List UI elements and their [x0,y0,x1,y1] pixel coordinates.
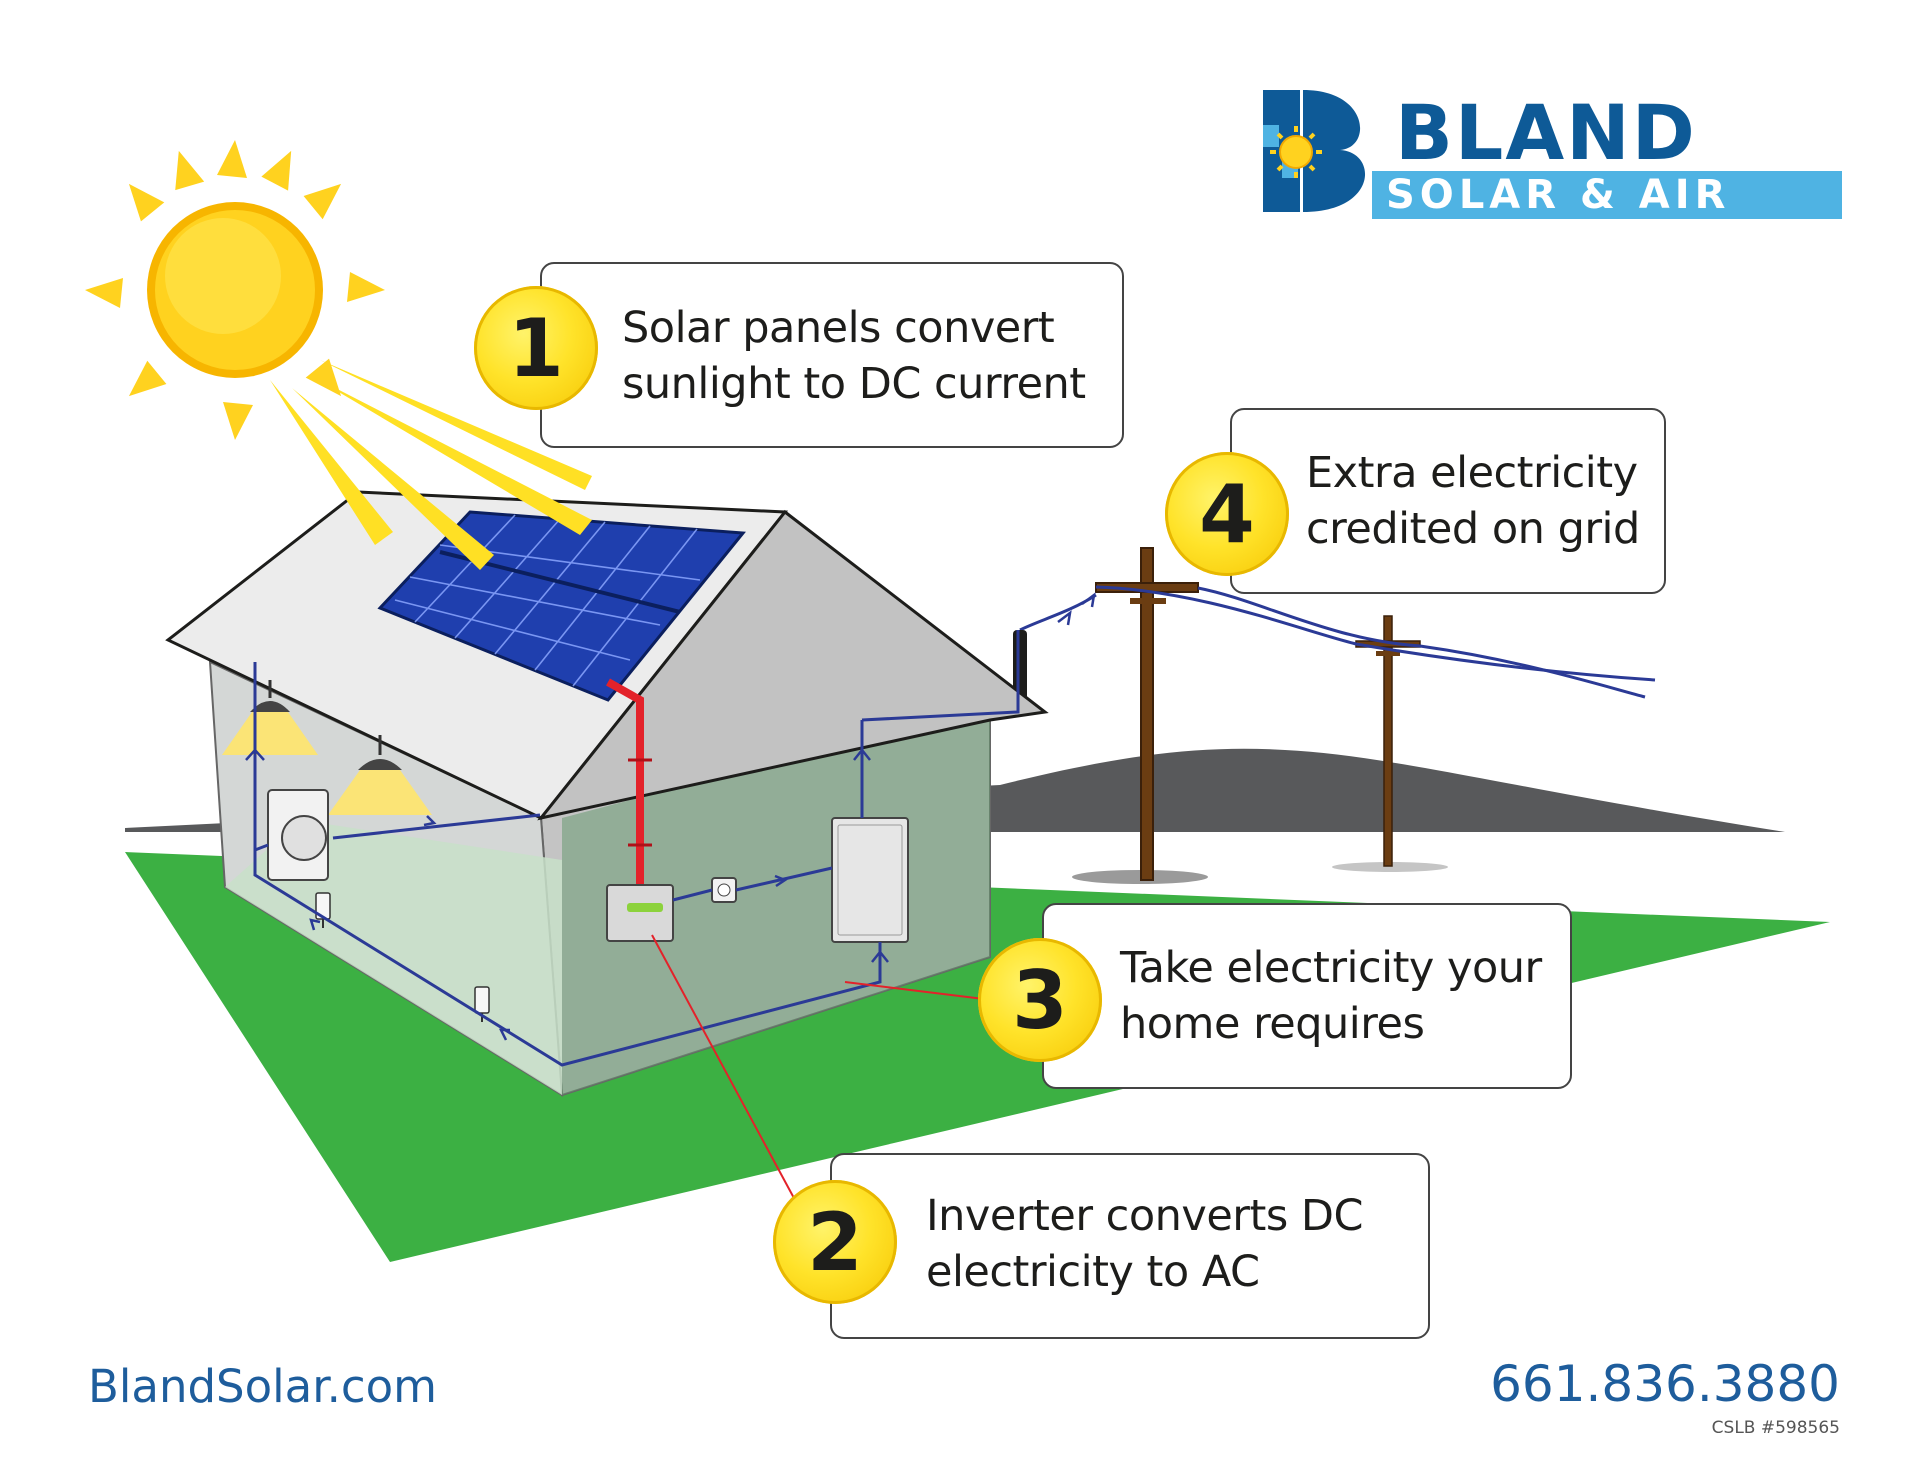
logo-tagline: SOLAR & AIR [1386,172,1731,218]
flow-arrow [245,747,889,1041]
step-1-line-1: Solar panels convert [622,303,1055,353]
step-3-text: Take electricity your home requires [1120,940,1542,1052]
leader-line-2 [651,934,796,1201]
wall-outlet [315,892,331,928]
step-3-line-2: home requires [1120,999,1425,1049]
house-interior-floor [225,820,562,1095]
flow-arrow [1081,592,1096,608]
sun-rays [270,360,592,570]
inverter [606,884,674,942]
electric-meter [267,789,329,881]
power-line [1197,586,1646,699]
bland-logo-mark [1263,90,1366,212]
house-roof-right [537,509,1049,821]
house-front-wall [562,705,990,1095]
step-1-badge: 1 [474,286,598,410]
step-1-text: Solar panels convert sunlight to DC curr… [622,300,1086,412]
service-drop [1019,593,1097,632]
step-4-text: Extra electricity credited on grid [1306,445,1640,557]
sun [85,140,385,440]
ceiling-lamp [222,680,318,755]
logo-tagline-bar [1372,171,1842,219]
phone-number[interactable]: 661.836.3880 [1490,1355,1840,1413]
callout-step-2 [830,1153,1430,1339]
website-link[interactable]: BlandSolar.com [88,1360,437,1413]
step-2-line-1: Inverter converts DC [926,1191,1364,1241]
power-line [1095,585,1656,682]
callout-step-3 [1042,903,1572,1089]
wall-outlet [474,986,490,1022]
utility-pole-near [1095,547,1199,881]
callout-step-1 [540,262,1124,448]
step-4-line-2: credited on grid [1306,504,1640,554]
pole-shadow [1332,862,1448,872]
step-3-badge: 3 [978,938,1102,1062]
step-1-line-2: sunlight to DC current [622,359,1086,409]
step-2-line-2: electricity to AC [926,1247,1260,1297]
callout-step-4 [1230,408,1666,594]
leader-line-3 [844,981,993,1001]
ac-disconnect [711,877,737,903]
step-3-line-1: Take electricity your [1120,943,1542,993]
flow-arrow [1057,610,1072,626]
breaker-panel [831,817,909,943]
step-4-line-1: Extra electricity [1306,448,1638,498]
step-2-badge: 2 [773,1180,897,1304]
step-2-text: Inverter converts DC electricity to AC [926,1188,1364,1300]
step-4-badge: 4 [1165,452,1289,576]
license-number: CSLB #598565 [1711,1418,1840,1438]
logo-wordmark: BLAND [1395,88,1697,177]
ceiling-lamp [328,735,432,815]
dc-wire [606,678,644,888]
